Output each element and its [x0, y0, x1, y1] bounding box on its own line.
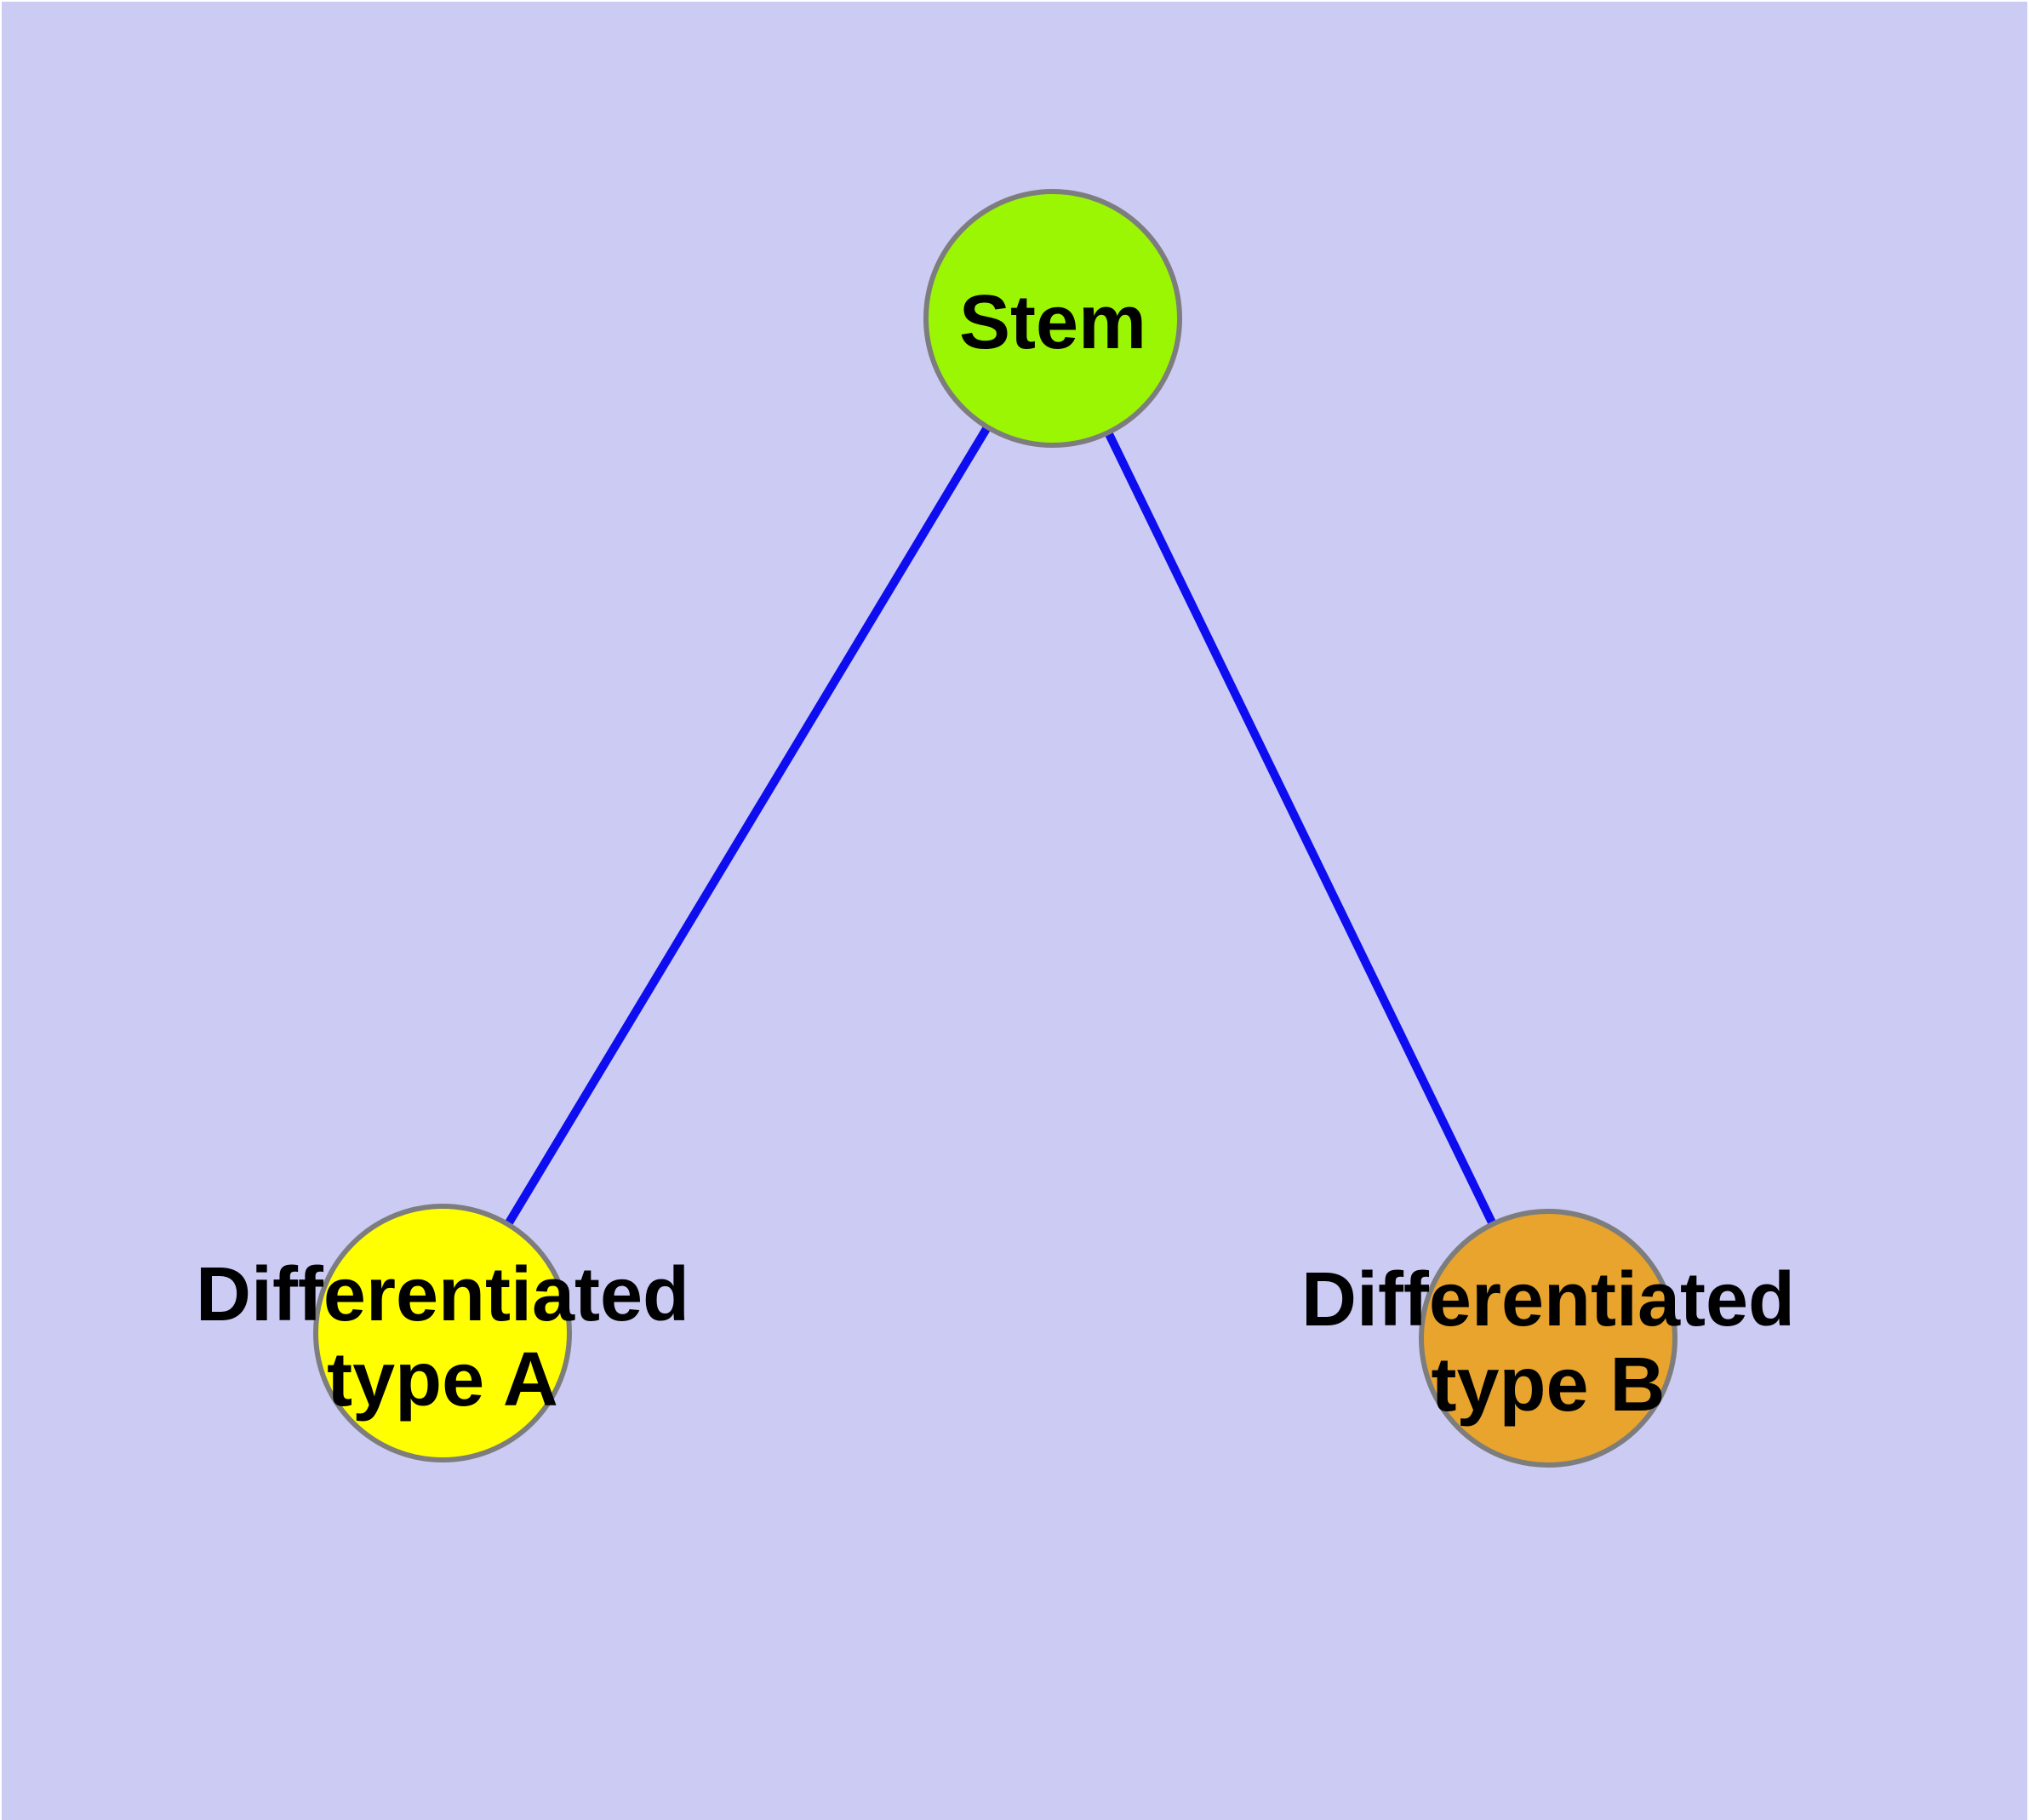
node-type-b-label-line-2: type B	[1431, 1342, 1665, 1428]
edge-stem-to-type-b	[1049, 316, 1552, 1341]
node-stem	[923, 189, 1182, 448]
edge-stem-to-type-a	[438, 316, 1057, 1336]
node-type-a	[313, 1204, 572, 1462]
node-stem-label: Stem	[959, 280, 1146, 365]
node-type-b-label-line-1: Differentiated	[1301, 1257, 1795, 1342]
node-type-a-label-line-1: Differentiated	[196, 1252, 689, 1337]
node-type-b	[1419, 1209, 1677, 1468]
node-type-a-label-line-2: type A	[327, 1337, 558, 1422]
